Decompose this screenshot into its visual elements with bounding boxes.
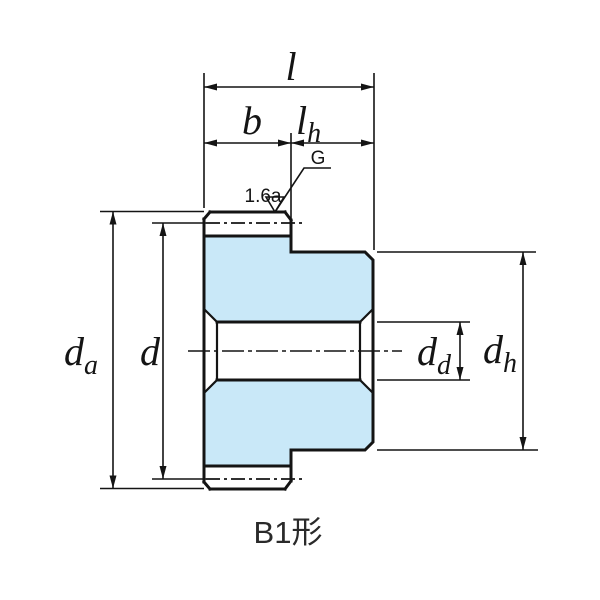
bore-chamfers: [203, 308, 374, 394]
label-bore-diameter: dd: [417, 329, 452, 381]
tooth-outline-top: [201, 209, 294, 254]
label-face-width: b: [242, 98, 262, 143]
surface-finish-mark: G 1.6a: [245, 148, 331, 214]
dimension-tip-diameter: da: [64, 210, 204, 490]
bore-outline: [215, 320, 362, 382]
label-hub-length: lh: [296, 98, 321, 149]
dimension-face-width: b: [204, 98, 292, 252]
bore-opening: [204, 310, 372, 392]
dimension-bore-diameter: dd: [377, 321, 470, 381]
caption: B1形: [254, 515, 323, 550]
dimension-hub-diameter: dh: [377, 251, 538, 451]
label-hub-diameter: dh: [483, 327, 517, 379]
label-overall-length: l: [285, 44, 296, 89]
dimension-pitch-diameter: d: [140, 222, 206, 480]
dimension-hub-length: lh: [291, 98, 374, 149]
label-pitch-diameter: d: [140, 329, 161, 374]
finish-leader-line: [274, 167, 331, 213]
label-grind-mark: G: [311, 148, 326, 169]
label-roughness: 1.6a: [245, 186, 282, 207]
label-tip-diameter: da: [64, 329, 98, 381]
tooth-outline-bottom: [201, 464, 294, 492]
gear-cross-section: [201, 209, 375, 492]
dimension-overall-length: l: [203, 44, 375, 250]
